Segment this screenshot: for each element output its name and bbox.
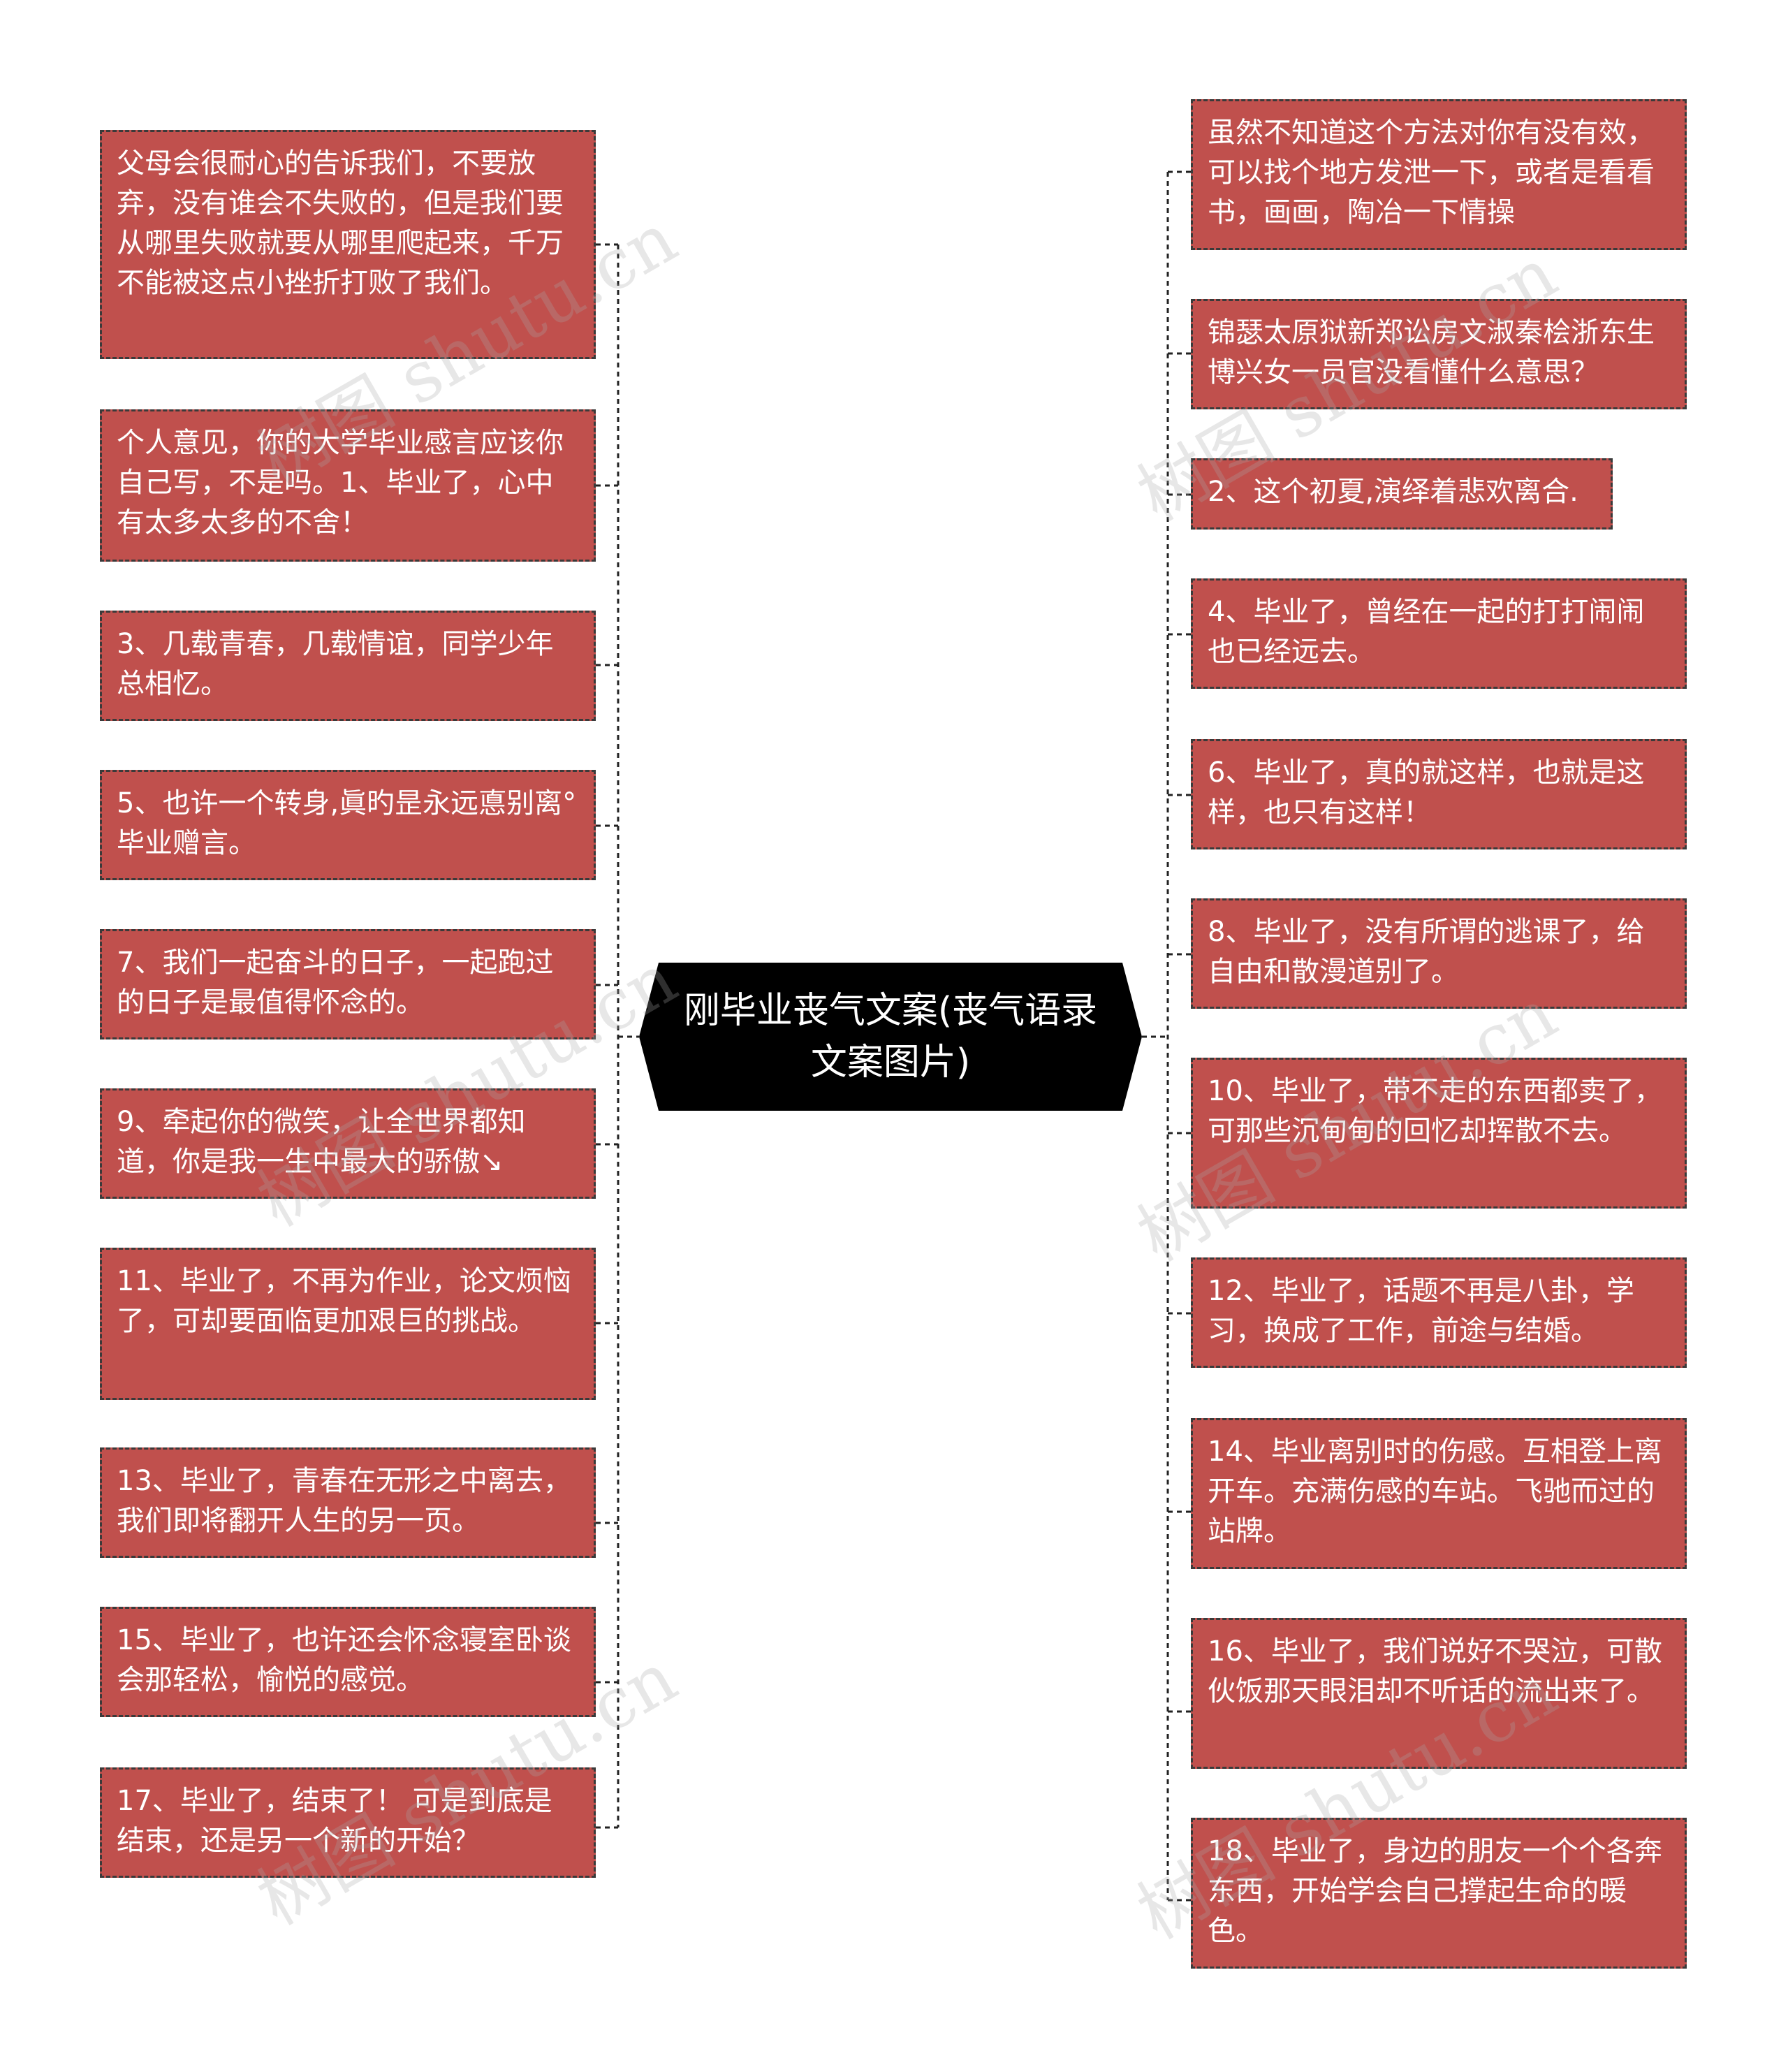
right-node-7-text: 10、毕业了，带不走的东西都卖了，可那些沉甸甸的回忆却挥散不去。 [1208,1075,1662,1147]
right-node-7[interactable]: 10、毕业了，带不走的东西都卖了，可那些沉甸甸的回忆却挥散不去。 [1191,1058,1687,1209]
left-node-5-text: 7、我们一起奋斗的日子，一起跑过的日子是最值得怀念的。 [117,947,554,1019]
right-node-8-text: 12、毕业了，话题不再是八卦，学习，换成了工作，前途与结婚。 [1208,1275,1634,1347]
left-node-2-text: 个人意见，你的大学毕业感言应该你自己写，不是吗。1、毕业了，心中有太多太多的不舍… [117,427,564,539]
right-node-4[interactable]: 4、毕业了，曾经在一起的打打闹闹也已经远去。 [1191,578,1687,689]
left-node-7[interactable]: 11、毕业了，不再为作业，论文烦恼了，可却要面临更加艰巨的挑战。 [100,1248,596,1400]
left-node-1[interactable]: 父母会很耐心的告诉我们，不要放弃，没有谁会不失败的，但是我们要从哪里失败就要从哪… [100,130,596,359]
right-node-2-text: 锦瑟太原狱新郑讼房文淑秦桧浙东生博兴女一员官没看懂什么意思？ [1208,316,1655,388]
left-node-10[interactable]: 17、毕业了，结束了！ 可是到底是结束，还是另一个新的开始？ [100,1767,596,1878]
right-node-1[interactable]: 虽然不知道这个方法对你有没有效，可以找个地方发泄一下，或者是看看书，画画，陶冶一… [1191,99,1687,250]
left-node-10-text: 17、毕业了，结束了！ 可是到底是结束，还是另一个新的开始？ [117,1785,552,1857]
right-node-5-text: 6、毕业了，真的就这样，也就是这样，也只有这样！ [1208,757,1645,829]
left-node-8[interactable]: 13、毕业了，青春在无形之中离去，我们即将翻开人生的另一页。 [100,1447,596,1558]
left-node-3-text: 3、几载青春，几载情谊，同学少年总相忆。 [117,628,554,700]
right-node-6-text: 8、毕业了，没有所谓的逃课了，给自由和散漫道别了。 [1208,916,1645,988]
right-node-4-text: 4、毕业了，曾经在一起的打打闹闹也已经远去。 [1208,596,1645,668]
right-node-10-text: 16、毕业了，我们说好不哭泣，可散伙饭那天眼泪却不听话的流出来了。 [1208,1635,1662,1707]
right-node-6[interactable]: 8、毕业了，没有所谓的逃课了，给自由和散漫道别了。 [1191,898,1687,1009]
right-node-5[interactable]: 6、毕业了，真的就这样，也就是这样，也只有这样！ [1191,739,1687,849]
right-node-2[interactable]: 锦瑟太原狱新郑讼房文淑秦桧浙东生博兴女一员官没看懂什么意思？ [1191,299,1687,409]
left-node-9[interactable]: 15、毕业了，也许还会怀念寝室卧谈会那轻松，愉悦的感觉。 [100,1607,596,1717]
central-topic[interactable]: 刚毕业丧气文案(丧气语录文案图片) [639,963,1142,1111]
right-node-10[interactable]: 16、毕业了，我们说好不哭泣，可散伙饭那天眼泪却不听话的流出来了。 [1191,1618,1687,1769]
left-node-2[interactable]: 个人意见，你的大学毕业感言应该你自己写，不是吗。1、毕业了，心中有太多太多的不舍… [100,409,596,562]
left-node-7-text: 11、毕业了，不再为作业，论文烦恼了，可却要面临更加艰巨的挑战。 [117,1265,571,1337]
left-node-6-text: 9、牵起你的微笑，让全世界都知道，你是我一生中最大的骄傲↘ [117,1106,526,1178]
left-node-4[interactable]: 5、也许一个转身,眞旳昰永远悳别离°毕业赠言。 [100,770,596,880]
right-node-1-text: 虽然不知道这个方法对你有没有效，可以找个地方发泄一下，或者是看看书，画画，陶冶一… [1208,117,1655,228]
right-node-9-text: 14、毕业离别时的伤感。互相登上离开车。充满伤感的车站。飞驰而过的站牌。 [1208,1436,1662,1547]
left-node-5[interactable]: 7、我们一起奋斗的日子，一起跑过的日子是最值得怀念的。 [100,929,596,1039]
left-node-1-text: 父母会很耐心的告诉我们，不要放弃，没有谁会不失败的，但是我们要从哪里失败就要从哪… [117,147,564,299]
right-node-3-text: 2、这个初夏,演绎着悲欢离合. [1208,476,1578,508]
right-node-9[interactable]: 14、毕业离别时的伤感。互相登上离开车。充满伤感的车站。飞驰而过的站牌。 [1191,1418,1687,1569]
left-node-3[interactable]: 3、几载青春，几载情谊，同学少年总相忆。 [100,611,596,721]
right-node-8[interactable]: 12、毕业了，话题不再是八卦，学习，换成了工作，前途与结婚。 [1191,1257,1687,1368]
central-topic-title: 刚毕业丧气文案(丧气语录文案图片) [683,990,1098,1084]
left-node-4-text: 5、也许一个转身,眞旳昰永远悳别离°毕业赠言。 [117,787,577,859]
central-topic-shape [639,963,1142,1111]
right-node-11-text: 18、毕业了，身边的朋友一个个各奔东西，开始学会自己撑起生命的暖色。 [1208,1835,1662,1947]
right-node-11[interactable]: 18、毕业了，身边的朋友一个个各奔东西，开始学会自己撑起生命的暖色。 [1191,1818,1687,1969]
right-node-3[interactable]: 2、这个初夏,演绎着悲欢离合. [1191,458,1613,530]
left-node-8-text: 13、毕业了，青春在无形之中离去，我们即将翻开人生的另一页。 [117,1465,571,1537]
left-node-6[interactable]: 9、牵起你的微笑，让全世界都知道，你是我一生中最大的骄傲↘ [100,1088,596,1199]
left-node-9-text: 15、毕业了，也许还会怀念寝室卧谈会那轻松，愉悦的感觉。 [117,1624,571,1696]
